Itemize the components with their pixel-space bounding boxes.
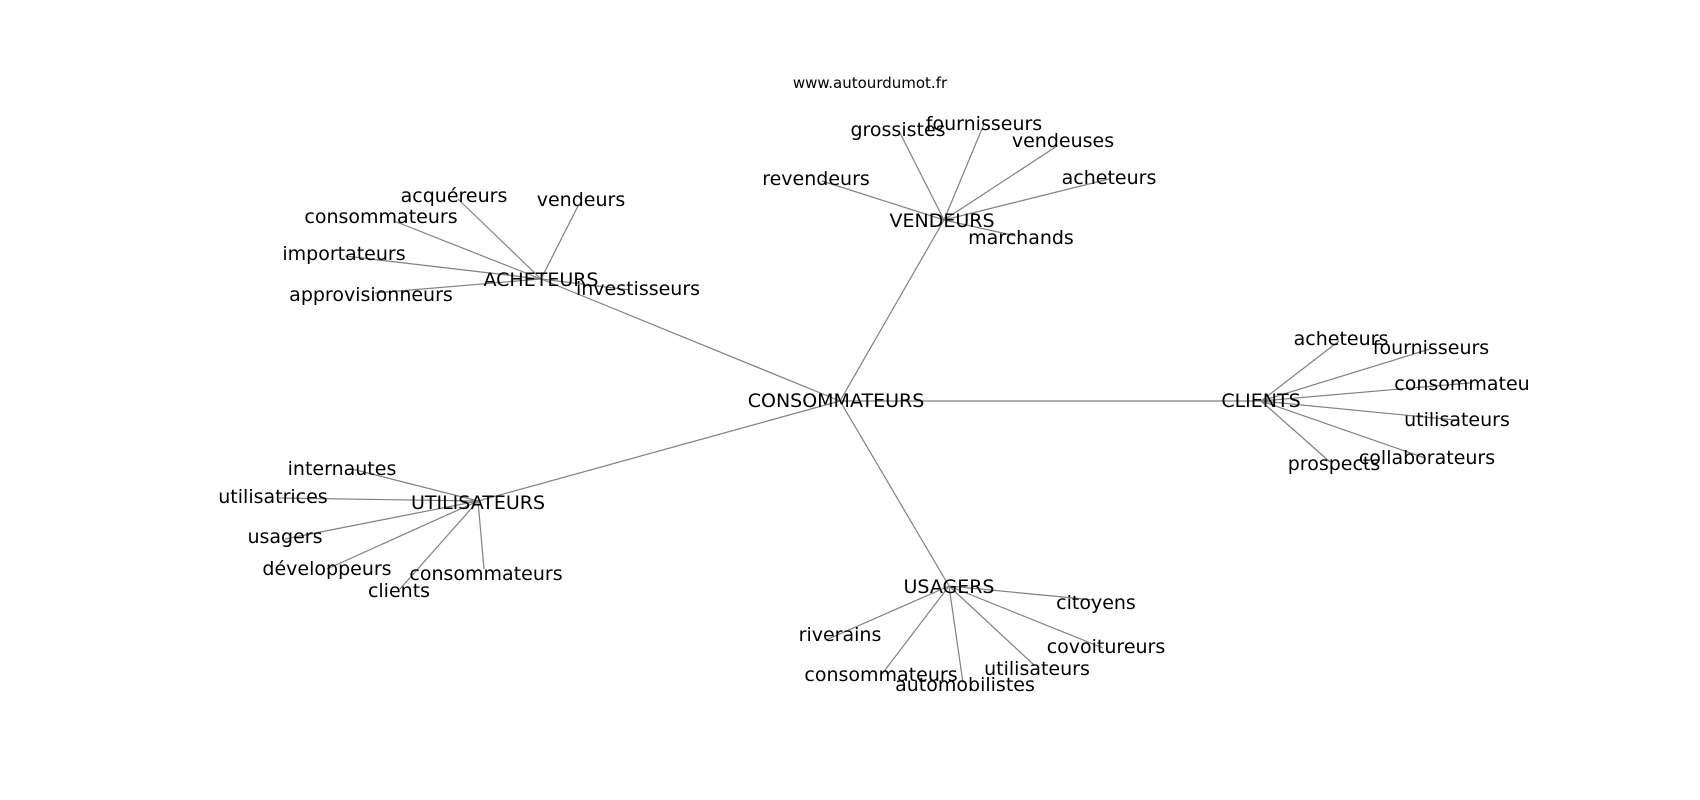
leaf-node-label[interactable]: revendeurs <box>762 168 870 190</box>
edge-hub-to-leaf <box>284 500 479 540</box>
edge-hub-to-leaf <box>278 497 479 502</box>
edge-hub-to-leaf <box>1260 348 1431 402</box>
leaf-node-label[interactable]: consommateu <box>1394 373 1529 395</box>
edge-hub-to-leaf <box>899 132 945 221</box>
edge-center-to-hub <box>540 278 841 402</box>
hub-node-label[interactable]: VENDEURS <box>889 210 994 232</box>
leaf-node-label[interactable]: citoyens <box>1056 592 1136 614</box>
edge-hub-to-leaf <box>540 278 631 291</box>
edge-hub-to-leaf <box>948 585 1095 601</box>
leaf-node-label[interactable]: acquéreurs <box>401 185 508 207</box>
edge-hub-to-leaf <box>457 198 542 280</box>
leaf-node-label[interactable]: riverains <box>799 624 882 646</box>
edge-center-to-hub <box>839 400 950 587</box>
edge-hub-to-leaf <box>393 220 542 280</box>
leaf-node-label[interactable]: marchands <box>968 227 1074 249</box>
edge-hub-to-leaf <box>477 500 485 570</box>
leaf-node-label[interactable]: clients <box>368 580 430 602</box>
leaf-node-label[interactable]: covoitureurs <box>1047 636 1166 658</box>
edge-hub-to-leaf <box>1260 340 1340 402</box>
leaf-node-label[interactable]: consommateurs <box>304 206 457 228</box>
leaf-node-label[interactable]: prospects <box>1288 453 1381 475</box>
edge-hub-to-leaf <box>326 500 479 570</box>
leaf-node-label[interactable]: vendeurs <box>537 189 625 211</box>
edge-hub-to-leaf <box>1260 382 1471 402</box>
edge-hub-to-leaf <box>399 500 479 590</box>
edge-hub-to-leaf <box>881 585 950 675</box>
hub-node-label[interactable]: CLIENTS <box>1221 390 1300 412</box>
edge-hub-to-leaf <box>943 219 1017 237</box>
edge-hub-to-leaf <box>1260 400 1426 459</box>
edge-hub-to-leaf <box>948 585 1104 649</box>
edge-hub-to-leaf <box>825 585 950 641</box>
hub-node-label[interactable]: UTILISATEURS <box>411 492 545 514</box>
leaf-node-label[interactable]: collaborateurs <box>1359 447 1495 469</box>
edge-hub-to-leaf <box>943 145 1058 221</box>
edge-center-to-hub <box>477 400 841 502</box>
edge-hub-to-leaf <box>540 205 579 280</box>
edge-hub-to-leaf <box>1260 400 1331 463</box>
leaf-node-label[interactable]: approvisionneurs <box>289 284 453 306</box>
leaf-node-label[interactable]: utilisatrices <box>218 486 327 508</box>
leaf-node-label[interactable]: utilisateurs <box>1404 409 1510 431</box>
leaf-node-label[interactable]: vendeuses <box>1012 130 1114 152</box>
watermark-text: www.autourdumot.fr <box>793 74 948 92</box>
leaf-node-label[interactable]: consommateurs <box>804 664 957 686</box>
leaf-node-label[interactable]: développeurs <box>262 558 391 580</box>
edge-hub-to-leaf <box>374 278 542 294</box>
edge-hub-to-leaf <box>344 255 542 280</box>
hub-node-label[interactable]: ACHETEURS <box>483 269 598 291</box>
leaf-node-label[interactable]: importateurs <box>282 243 405 265</box>
edge-hub-to-leaf <box>943 123 985 221</box>
edge-hub-to-leaf <box>943 178 1110 221</box>
center-node-label[interactable]: CONSOMMATEURS <box>748 390 925 412</box>
leaf-node-label[interactable]: internautes <box>288 458 397 480</box>
edge-hub-to-leaf <box>948 585 964 684</box>
leaf-node-label[interactable]: automobilistes <box>895 674 1035 696</box>
edge-hub-to-leaf <box>948 585 1035 666</box>
leaf-node-label[interactable]: acheteurs <box>1062 167 1157 189</box>
labels-layer: CONSOMMATEURSVENDEURSgrossistesfournisse… <box>218 113 1529 696</box>
edge-center-to-hub <box>839 219 945 402</box>
leaf-node-label[interactable]: consommateurs <box>409 563 562 585</box>
leaf-node-label[interactable]: grossistes <box>850 119 945 141</box>
edges-layer <box>278 123 1471 684</box>
edge-hub-to-leaf <box>1260 400 1456 421</box>
leaf-node-label[interactable]: acheteurs <box>1294 328 1389 350</box>
hub-node-label[interactable]: USAGERS <box>904 576 995 598</box>
leaf-node-label[interactable]: usagers <box>247 526 322 548</box>
leaf-node-label[interactable]: fournisseurs <box>1373 337 1489 359</box>
leaf-node-label[interactable]: fournisseurs <box>926 113 1042 135</box>
edge-hub-to-leaf <box>351 468 479 502</box>
edge-hub-to-leaf <box>821 180 945 221</box>
leaf-node-label[interactable]: investisseurs <box>576 278 700 300</box>
leaf-node-label[interactable]: utilisateurs <box>984 658 1090 680</box>
